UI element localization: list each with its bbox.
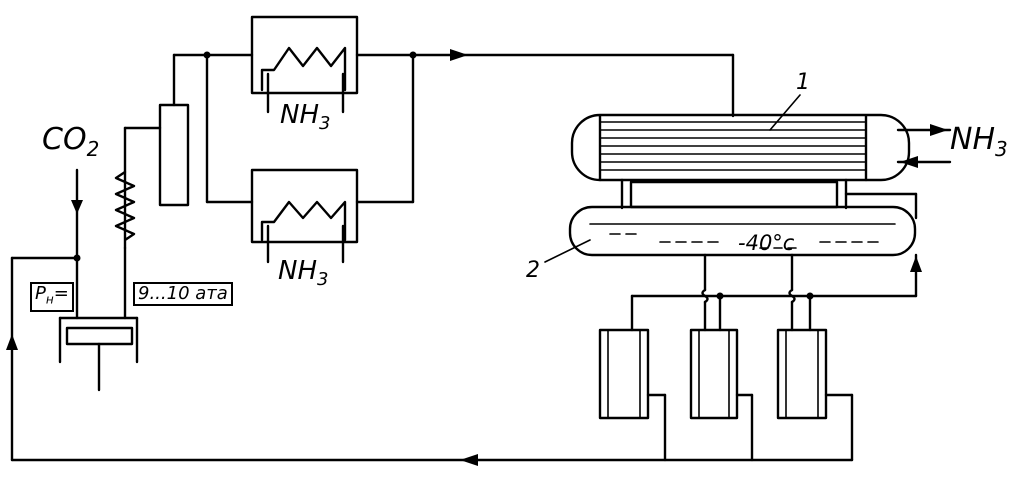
callout-1-label: 1 xyxy=(796,70,810,95)
piping-manifold xyxy=(172,49,735,204)
compressor-piping xyxy=(630,253,922,332)
pressure-gauge-label: Pн= xyxy=(30,282,74,312)
callout-2-label: 2 xyxy=(526,258,540,283)
co2-feed-line xyxy=(71,168,83,262)
co2-label: CO2 xyxy=(42,122,99,161)
callout-1-leader xyxy=(769,94,801,131)
spring-valve xyxy=(114,126,162,250)
nh3-coolant-subscript: 3 xyxy=(995,137,1008,161)
nh3-coolant-label: NH3 xyxy=(950,122,1008,161)
nh3-upper-label: NH3 xyxy=(280,100,330,134)
pressure-value-label: 9...10 ата xyxy=(133,282,233,306)
receiver-2 xyxy=(568,205,917,257)
condenser-1 xyxy=(570,113,911,182)
return-loop-line xyxy=(6,256,854,466)
separator-vessel xyxy=(158,53,190,207)
nh3-lower-text: NH xyxy=(278,256,317,286)
callout-2-leader xyxy=(544,239,591,263)
nh3-lower-label: NH3 xyxy=(278,256,328,290)
expansion-cylinder xyxy=(58,246,139,392)
pressure-gauge-subscript: н xyxy=(45,292,54,307)
evaporator-upper xyxy=(250,15,359,114)
nh3-upper-subscript: 3 xyxy=(319,113,331,135)
nh3-coolant-text: NH xyxy=(950,122,995,157)
nh3-lower-subscript: 3 xyxy=(317,269,329,291)
co2-text: CO xyxy=(42,122,87,157)
nh3-coolant-ports xyxy=(896,124,952,168)
co2-subscript: 2 xyxy=(86,137,100,161)
compressor-discharge xyxy=(646,393,854,462)
pressure-gauge-tail: = xyxy=(53,283,69,304)
pressure-gauge-text: P xyxy=(35,283,46,304)
temperature-label: -40°c xyxy=(738,231,795,255)
nh3-upper-text: NH xyxy=(280,100,319,130)
compressor-units xyxy=(598,328,828,420)
condenser-supports xyxy=(620,178,918,220)
evaporator-lower xyxy=(250,168,359,264)
